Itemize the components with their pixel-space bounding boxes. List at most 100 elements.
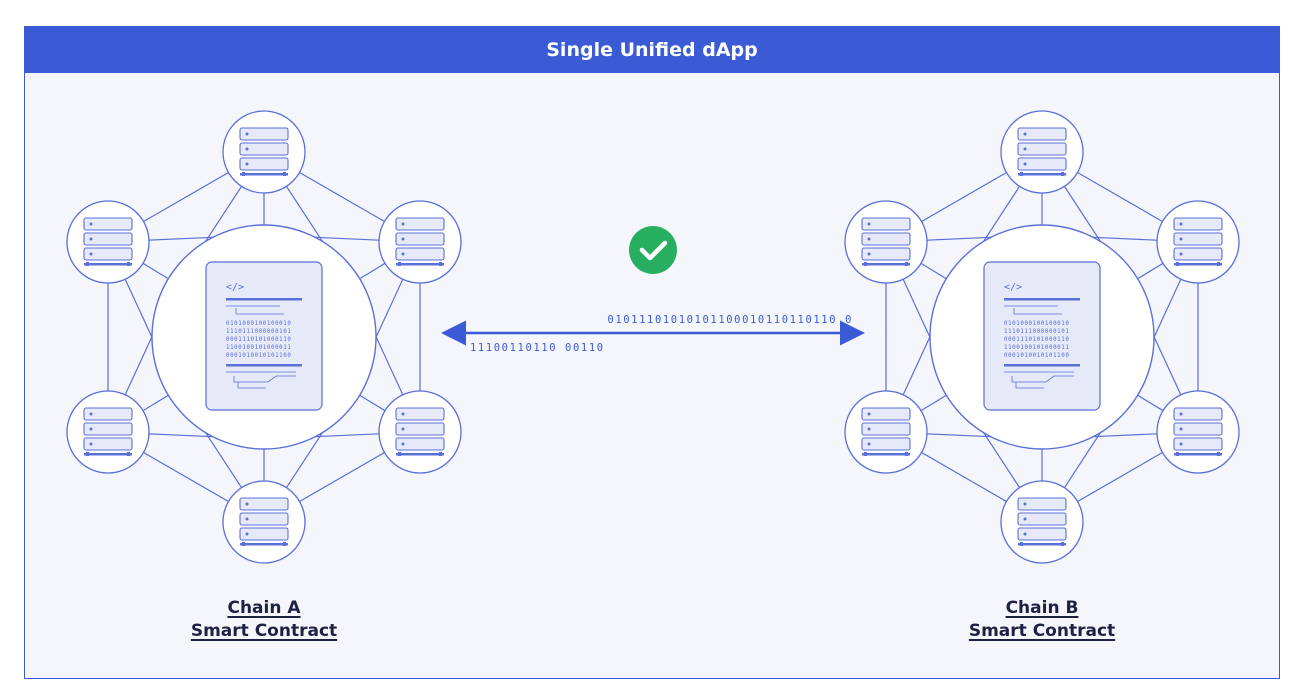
server-led xyxy=(1023,132,1027,136)
server-unit xyxy=(83,422,133,436)
server-unit xyxy=(83,217,133,231)
server-led xyxy=(401,427,405,431)
server-unit xyxy=(861,407,911,421)
server-unit xyxy=(1017,512,1067,526)
chain-b-contract-document: </>0101000100100010111011100000010100011… xyxy=(983,261,1101,411)
chain-a-name: Chain A xyxy=(227,598,301,618)
server-led xyxy=(1023,162,1027,166)
server-unit xyxy=(861,422,911,436)
server-foot xyxy=(242,542,245,546)
check-circle-icon xyxy=(629,226,677,274)
server-led xyxy=(867,442,871,446)
server-unit xyxy=(1173,422,1223,436)
chain-b-validator-node xyxy=(1156,200,1240,284)
server-base xyxy=(862,263,910,266)
server-foot xyxy=(127,452,130,456)
server-led xyxy=(1179,237,1183,241)
server-led xyxy=(401,252,405,256)
server-led xyxy=(867,412,871,416)
server-icon xyxy=(861,217,911,266)
chain-b-validator-node xyxy=(1156,390,1240,474)
chain-a-network: </>0101000100100010111011100000010100011… xyxy=(66,110,462,564)
server-led xyxy=(867,427,871,431)
chain-a-label: Chain A Smart Contract xyxy=(134,597,394,643)
chain-b-label: Chain B Smart Contract xyxy=(912,597,1172,643)
server-unit xyxy=(395,247,445,261)
server-foot xyxy=(398,452,401,456)
server-unit xyxy=(1017,142,1067,156)
server-foot xyxy=(86,452,89,456)
server-foot xyxy=(439,452,442,456)
server-unit xyxy=(83,407,133,421)
server-led xyxy=(89,252,93,256)
server-base xyxy=(396,263,444,266)
server-led xyxy=(245,517,249,521)
server-led xyxy=(89,427,93,431)
server-unit xyxy=(861,247,911,261)
server-foot xyxy=(1061,172,1064,176)
server-base xyxy=(240,173,288,176)
server-led xyxy=(1179,222,1183,226)
doc-binary-line: 0101000100100010 xyxy=(226,321,291,327)
server-led xyxy=(1179,427,1183,431)
server-led xyxy=(1023,532,1027,536)
code-icon: </> xyxy=(1004,282,1022,293)
chain-a-contract-document: </>0101000100100010111011100000010100011… xyxy=(205,261,323,411)
server-unit xyxy=(83,437,133,451)
server-icon xyxy=(83,407,133,456)
server-base xyxy=(84,263,132,266)
server-base xyxy=(1174,453,1222,456)
server-foot xyxy=(127,262,130,266)
chain-b-validator-node xyxy=(1000,110,1084,194)
server-led xyxy=(401,412,405,416)
server-foot xyxy=(1061,542,1064,546)
upper-bit-stream: 01011101010101100010110110110 0 xyxy=(607,314,853,326)
chain-b-validator-node xyxy=(1000,480,1084,564)
server-foot xyxy=(1020,542,1023,546)
server-foot xyxy=(1217,452,1220,456)
server-led xyxy=(245,162,249,166)
doc-binary-line: 0001110101000110 xyxy=(1004,337,1069,343)
server-foot xyxy=(905,262,908,266)
server-unit xyxy=(1173,232,1223,246)
doc-binary-line: 1110111000000101 xyxy=(1004,329,1069,335)
server-unit xyxy=(239,142,289,156)
server-led xyxy=(245,147,249,151)
server-foot xyxy=(242,172,245,176)
server-led xyxy=(1023,147,1027,151)
server-unit xyxy=(1017,157,1067,171)
chain-a-validator-node xyxy=(66,200,150,284)
server-base xyxy=(1174,263,1222,266)
server-led xyxy=(401,442,405,446)
page-title: Single Unified dApp xyxy=(25,27,1279,73)
server-led xyxy=(1023,502,1027,506)
server-led xyxy=(1179,412,1183,416)
server-base xyxy=(396,453,444,456)
server-unit xyxy=(239,512,289,526)
server-foot xyxy=(864,262,867,266)
server-unit xyxy=(1173,437,1223,451)
server-led xyxy=(89,442,93,446)
server-led xyxy=(245,502,249,506)
chain-a-validator-node xyxy=(222,480,306,564)
doc-binary-line: 1100100101000011 xyxy=(226,345,291,351)
server-led xyxy=(867,252,871,256)
server-foot xyxy=(398,262,401,266)
server-unit xyxy=(1173,217,1223,231)
server-unit xyxy=(239,527,289,541)
doc-binary-line: 0001110101000110 xyxy=(226,337,291,343)
server-icon xyxy=(1017,497,1067,546)
server-icon xyxy=(239,127,289,176)
server-foot xyxy=(283,172,286,176)
server-unit xyxy=(395,437,445,451)
doc-connector xyxy=(1013,308,1062,315)
server-led xyxy=(867,222,871,226)
server-led xyxy=(1023,517,1027,521)
server-led xyxy=(89,412,93,416)
server-icon xyxy=(1173,407,1223,456)
chain-b-validator-node xyxy=(844,200,928,284)
server-unit xyxy=(239,157,289,171)
code-icon: </> xyxy=(226,282,244,293)
server-led xyxy=(89,237,93,241)
